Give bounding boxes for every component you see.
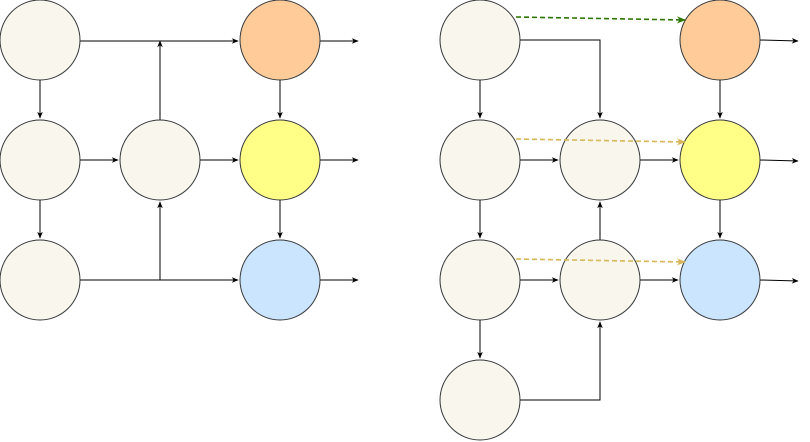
node-b2 — [119, 119, 201, 201]
edge-f2-out — [759, 158, 799, 164]
node-d3 — [439, 239, 521, 321]
node-a3 — [0, 239, 81, 321]
node-a1 — [0, 0, 81, 81]
edge-f1-out — [759, 38, 799, 44]
right-edges — [477, 38, 799, 401]
left-edges — [37, 38, 359, 283]
node-c2 — [239, 119, 321, 201]
left-nodes — [0, 0, 321, 321]
edge-d1-e2 — [520, 39, 603, 119]
node-d2 — [439, 119, 521, 201]
node-d1 — [439, 0, 521, 81]
node-e2 — [559, 119, 641, 201]
node-f1 — [679, 0, 761, 81]
right-network — [439, 0, 799, 441]
node-a2 — [0, 119, 81, 201]
dashed-edge-d1-f1 — [515, 16, 686, 24]
node-c3 — [239, 239, 321, 321]
node-f2 — [679, 119, 761, 201]
edge-d4-e3 — [520, 321, 603, 401]
left-network — [0, 0, 359, 321]
edge-f3-out — [759, 278, 799, 284]
node-c1 — [239, 0, 321, 81]
node-f3 — [679, 239, 761, 321]
node-d4 — [439, 359, 521, 441]
right-dashed-edges — [515, 16, 686, 266]
node-e3 — [559, 239, 641, 321]
dashed-edge-d3-f3 — [515, 258, 686, 266]
dashed-edge-d2-f2 — [515, 138, 686, 146]
right-nodes — [439, 0, 761, 441]
